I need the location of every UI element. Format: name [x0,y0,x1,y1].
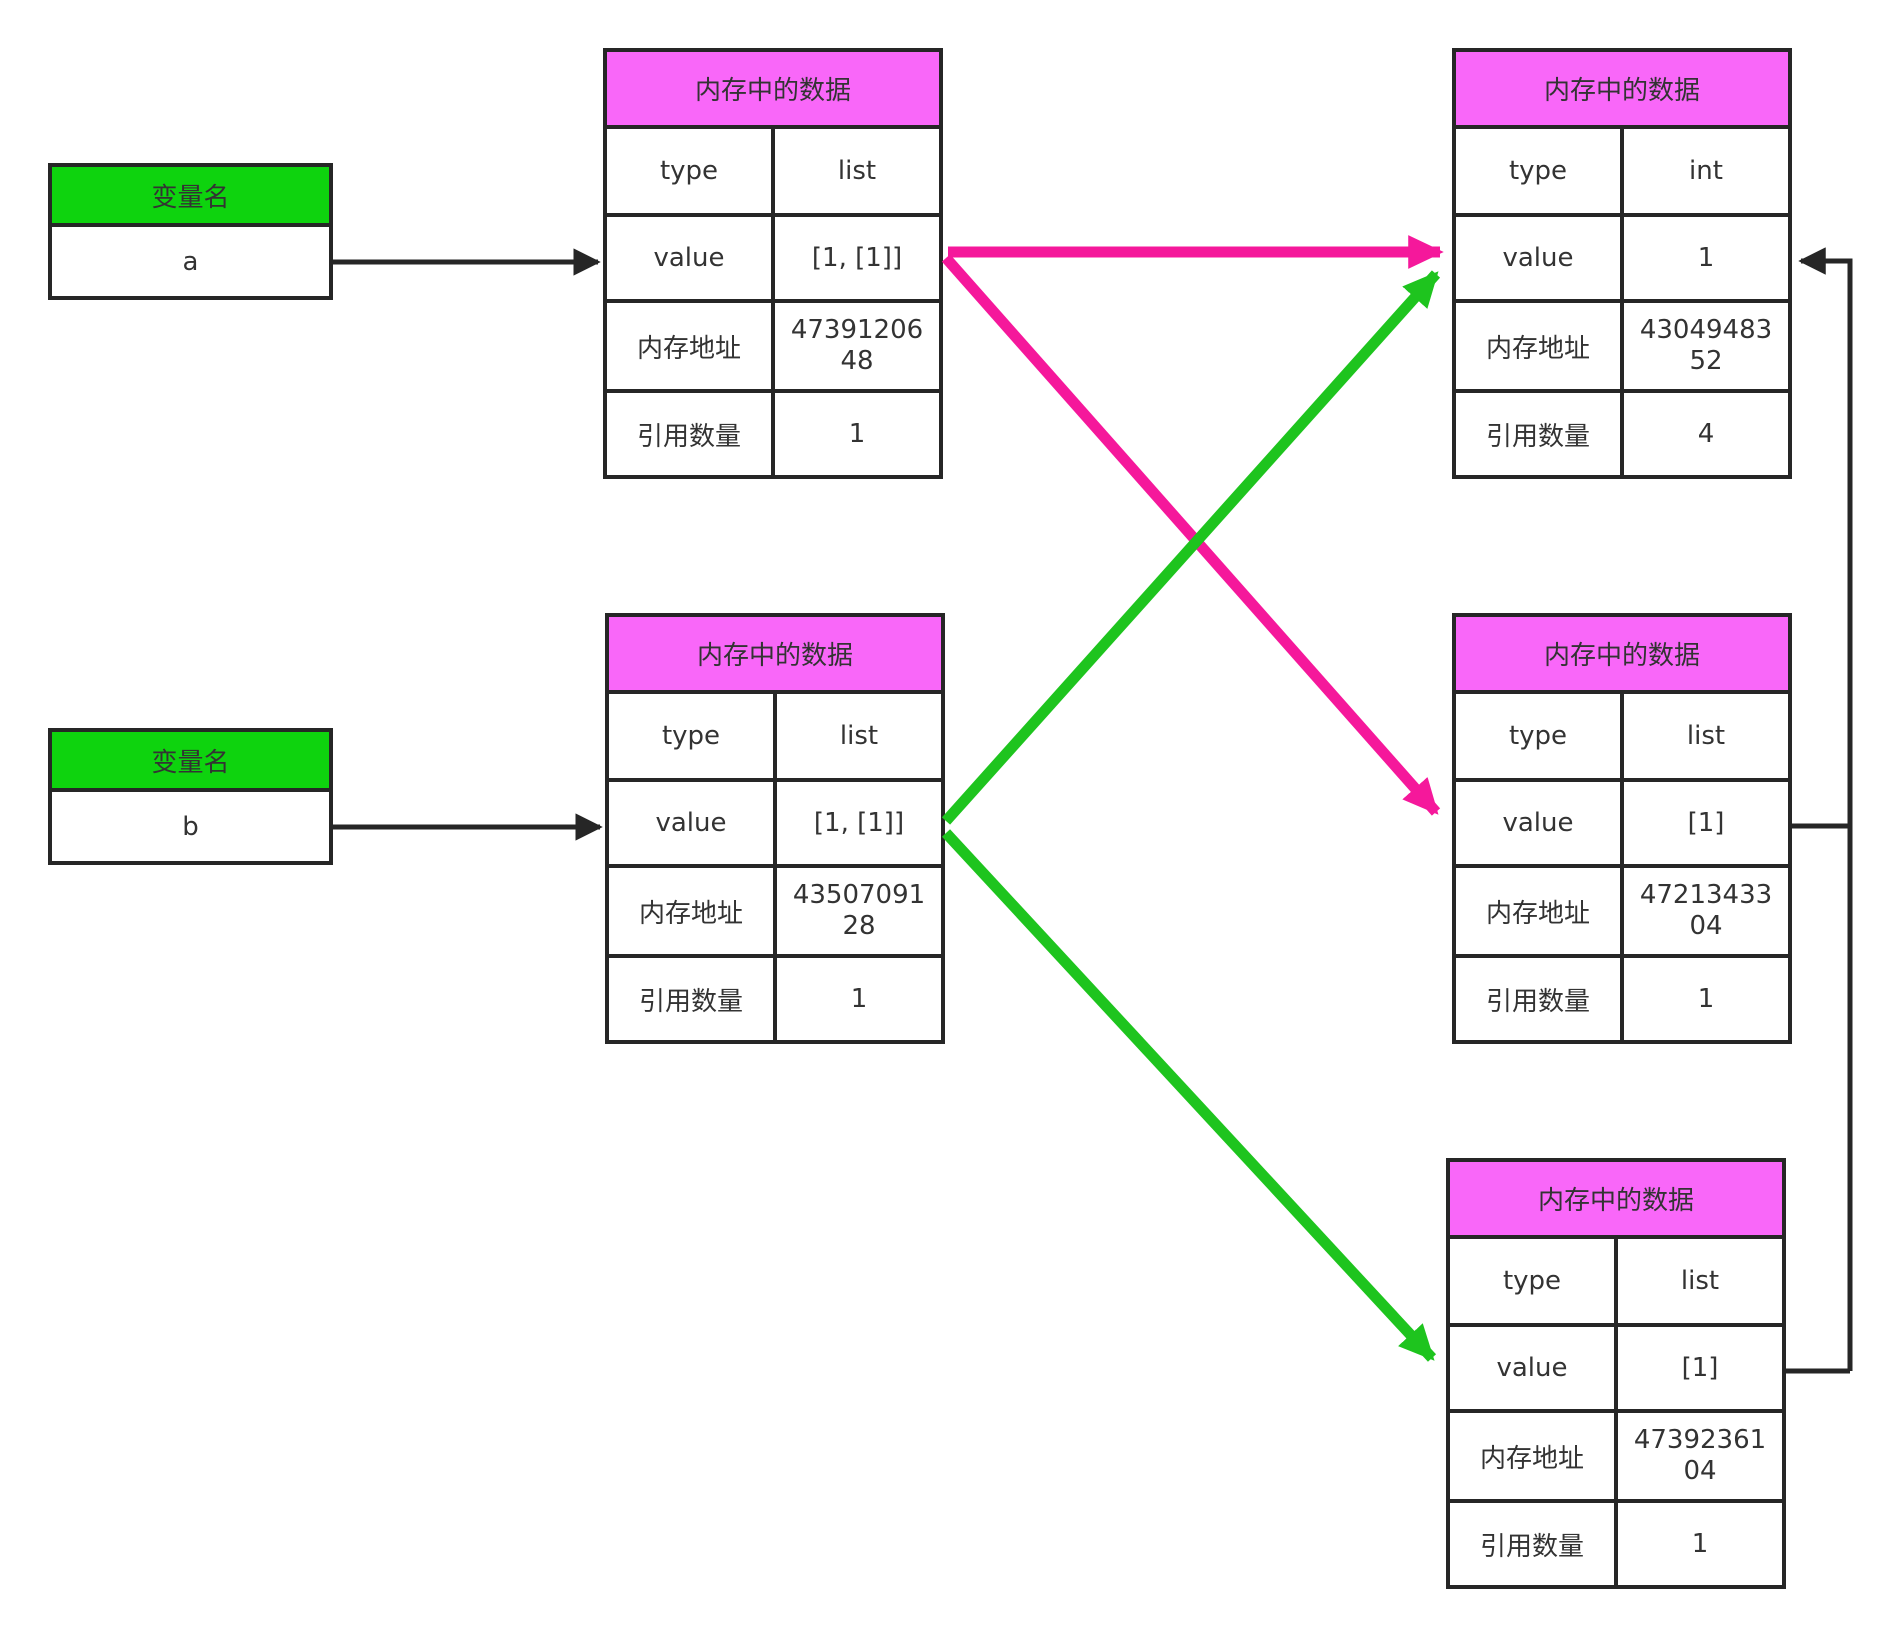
arrow-trunk-to-int-value [1798,247,1853,1371]
memory-table-title: 内存中的数据 [1452,613,1792,694]
cell-value: 1 [1620,213,1792,303]
cell-value: [1] [1614,1323,1786,1413]
cell-type: list [773,690,945,782]
cell-address: 4350709128 [773,864,945,958]
cell-refcount: 1 [1620,954,1792,1044]
arrow-green-b-to-int [941,270,1441,825]
label-address: 内存地址 [1452,864,1624,958]
label-type: type [1452,690,1624,782]
variable-box-a: 变量名 a [48,163,333,300]
label-address: 内存地址 [605,864,777,958]
cell-address: 4739236104 [1614,1409,1786,1503]
cell-type: list [1614,1235,1786,1327]
label-refcount: 引用数量 [603,389,775,479]
label-address: 内存地址 [1446,1409,1618,1503]
cell-value: [1, [1]] [773,778,945,868]
memory-table-title: 内存中的数据 [603,48,943,129]
variable-name-a: a [48,223,333,300]
variable-box-title: 变量名 [48,728,333,792]
label-value: value [603,213,775,303]
label-type: type [1446,1235,1618,1327]
label-refcount: 引用数量 [1452,389,1624,479]
cell-refcount: 1 [1614,1499,1786,1589]
variable-box-b: 变量名 b [48,728,333,865]
cell-address: 4304948352 [1620,299,1792,393]
cell-refcount: 1 [773,954,945,1044]
label-refcount: 引用数量 [1446,1499,1618,1589]
cell-refcount: 4 [1620,389,1792,479]
label-value: value [1446,1323,1618,1413]
cell-address: 4739120648 [771,299,943,393]
label-type: type [603,125,775,217]
variable-box-title: 变量名 [48,163,333,227]
cell-address: 4721343304 [1620,864,1792,958]
cell-refcount: 1 [771,389,943,479]
memory-table-title: 内存中的数据 [605,613,945,694]
cell-value: [1, [1]] [771,213,943,303]
label-refcount: 引用数量 [1452,954,1624,1044]
memory-table-title: 内存中的数据 [1452,48,1792,129]
arrow-green-b-to-bottomlist [941,829,1437,1362]
memory-table-title: 内存中的数据 [1446,1158,1786,1239]
cell-type: list [771,125,943,217]
cell-value: [1] [1620,778,1792,868]
label-address: 内存地址 [603,299,775,393]
label-address: 内存地址 [1452,299,1624,393]
arrow-pink-a-to-midlist [941,254,1441,816]
cell-type: list [1620,690,1792,782]
label-type: type [1452,125,1624,217]
label-refcount: 引用数量 [605,954,777,1044]
label-value: value [1452,778,1624,868]
label-type: type [605,690,777,782]
cell-type: int [1620,125,1792,217]
label-value: value [605,778,777,868]
variable-name-b: b [48,788,333,865]
label-value: value [1452,213,1624,303]
